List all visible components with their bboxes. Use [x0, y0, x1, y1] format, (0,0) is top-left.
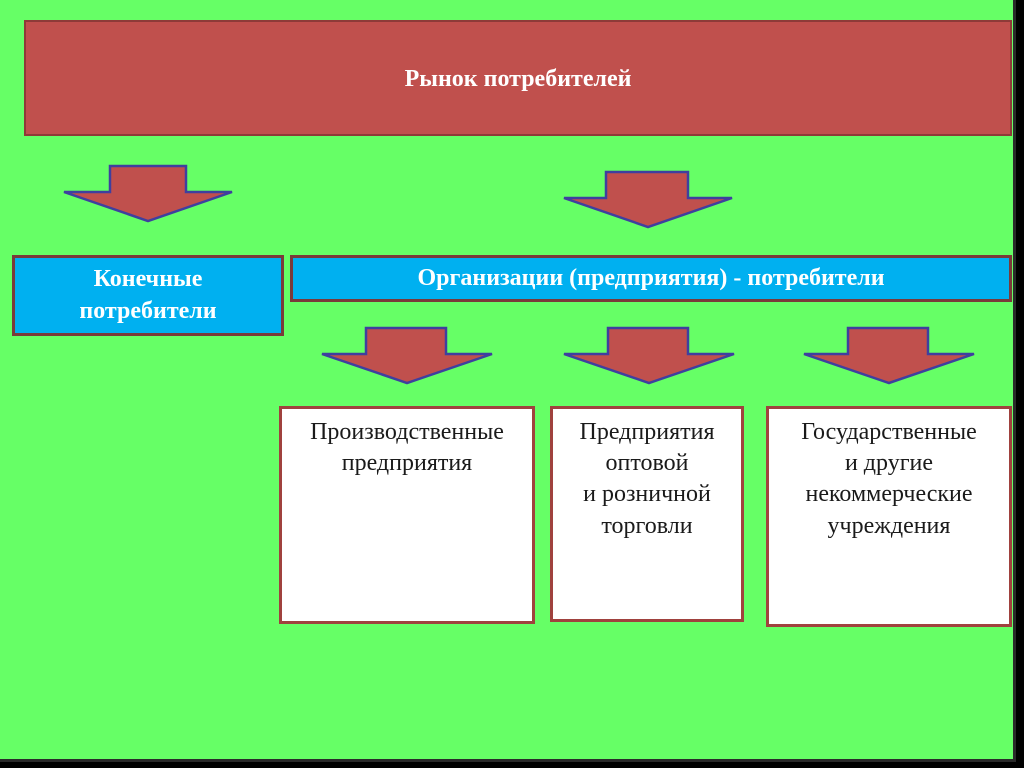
node-trade-enterprises: Предприятия оптовой и розничной торговли	[550, 406, 744, 622]
arrow-down-icon	[563, 326, 735, 385]
arrow-down-icon	[563, 170, 733, 229]
node-label-line: Конечные	[93, 266, 203, 293]
node-label-line: оптовой	[605, 450, 689, 477]
node-label-line: предприятия	[341, 450, 473, 477]
node-organization-consumers: Организации (предприятия) - потребители	[290, 255, 1012, 302]
node-label-line: Государственные	[801, 419, 977, 445]
arrow-down-icon	[803, 326, 975, 385]
node-label-line: и другие	[844, 450, 934, 477]
arrow-down-icon	[321, 326, 493, 385]
node-label-line: Производственные	[310, 419, 504, 445]
root-label: Рынок потребителей	[404, 66, 632, 92]
node-government-nonprofit: Государственные и другие некоммерческие …	[766, 406, 1012, 627]
node-final-consumers: Конечные потребители	[12, 255, 284, 336]
arrow-down-icon	[63, 164, 233, 223]
node-label: Организации (предприятия) - потребители	[417, 264, 885, 291]
node-label-line: потребители	[79, 297, 217, 324]
node-label-line: и розничной	[583, 481, 711, 508]
node-label-line: торговли	[601, 512, 693, 539]
root-box-consumer-market: Рынок потребителей	[24, 20, 1012, 136]
node-label-line: некоммерческие	[805, 481, 973, 508]
node-label-line: Предприятия	[579, 419, 715, 445]
node-manufacturing-enterprises: Производственные предприятия	[279, 406, 535, 624]
node-label-line: учреждения	[827, 512, 951, 539]
